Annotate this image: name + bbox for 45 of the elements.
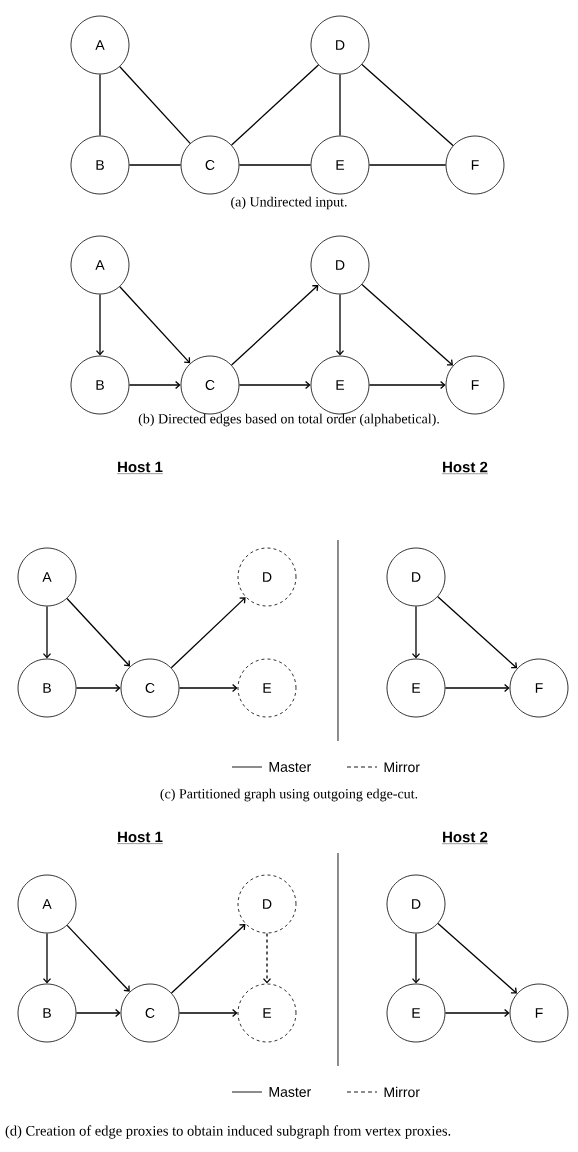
edge-line [238,164,312,166]
edge-line [99,73,101,137]
arrow [368,380,446,390]
arrow [411,605,421,659]
caption: (a) Undirected input. [231,196,347,210]
legend-item: Mirror [346,761,420,773]
edge-line [230,64,320,146]
arrow [444,1008,510,1018]
arrow [170,597,246,669]
arrow [75,683,121,693]
caption: (b) Directed edges based on total order (alphabetical). [138,413,439,427]
legend-item: Master [231,762,311,772]
arrow [170,924,246,994]
arrow [75,1008,121,1018]
arrow [128,380,181,390]
arrow [444,683,510,693]
edge-line [339,73,341,137]
host-heading: Host 1 [116,461,164,474]
host-heading: Host 2 [441,461,489,474]
arrow [42,932,52,984]
arrow [411,932,421,984]
arrow [230,284,319,366]
host-heading: Host 1 [116,831,164,844]
arrow [119,286,191,364]
edge-line [361,63,454,147]
arrow [335,293,345,356]
arrow [262,932,272,984]
edge-line [128,164,182,166]
host-heading: Host 2 [441,831,489,844]
arrow [238,380,311,390]
caption: (d) Creation of edge proxies to obtain induced subgraph from vertex proxies. [5,1125,451,1139]
arrow [437,596,518,669]
legend-item: Master [231,1087,311,1097]
arrow [361,283,453,366]
edge-line [368,164,447,166]
arrow [95,293,105,356]
arrow [178,1008,238,1018]
edge-line [119,66,191,144]
arrow [178,683,238,693]
legend-item: Mirror [346,1086,420,1098]
caption: (c) Partitioned graph using outgoing edge-cut. [160,788,418,802]
arrow [66,597,130,667]
arrow [437,922,517,994]
arrow [42,605,52,659]
arrow [66,924,130,992]
